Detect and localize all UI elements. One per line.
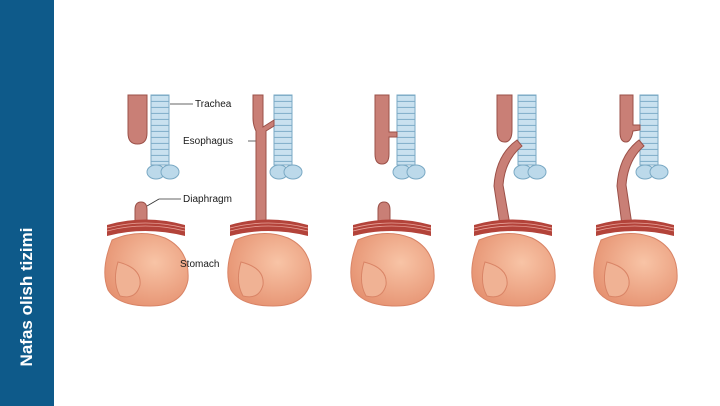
trachea (269, 94, 303, 180)
esophagus (252, 94, 275, 226)
panel-1 (104, 94, 189, 307)
sidebar: Nafas olish tizimi (0, 0, 54, 406)
label-diaphragm: Diaphragm (183, 194, 232, 205)
diaphragm (106, 219, 186, 236)
label-trachea: Trachea (195, 99, 232, 110)
stomach (227, 233, 312, 307)
panel-5 (593, 94, 678, 307)
diaphragm (473, 219, 553, 236)
label-group: Trachea Esophagus Diaphragm Stomach (146, 99, 265, 270)
panel-3 (350, 94, 435, 307)
upper-esophageal-pouch (619, 94, 641, 143)
lower-esophageal-stub (377, 201, 391, 226)
upper-esophageal-pouch (374, 94, 398, 165)
label-stomach: Stomach (180, 259, 219, 270)
stomach (593, 233, 678, 307)
diaphragm (595, 219, 675, 236)
trachea (392, 94, 426, 180)
label-esophagus: Esophagus (183, 136, 233, 147)
diaphragm (352, 219, 432, 236)
stomach (350, 233, 435, 307)
stomach (104, 233, 189, 307)
diaphragm (229, 219, 309, 236)
upper-esophageal-pouch (127, 94, 148, 145)
trachea (513, 94, 547, 180)
stomach (471, 233, 556, 307)
trachea (146, 94, 180, 180)
lower-esophageal-stub (134, 201, 148, 226)
panel-4 (471, 94, 556, 307)
trachea (635, 94, 669, 180)
upper-esophageal-pouch (496, 94, 513, 143)
panel-2 (227, 94, 312, 307)
